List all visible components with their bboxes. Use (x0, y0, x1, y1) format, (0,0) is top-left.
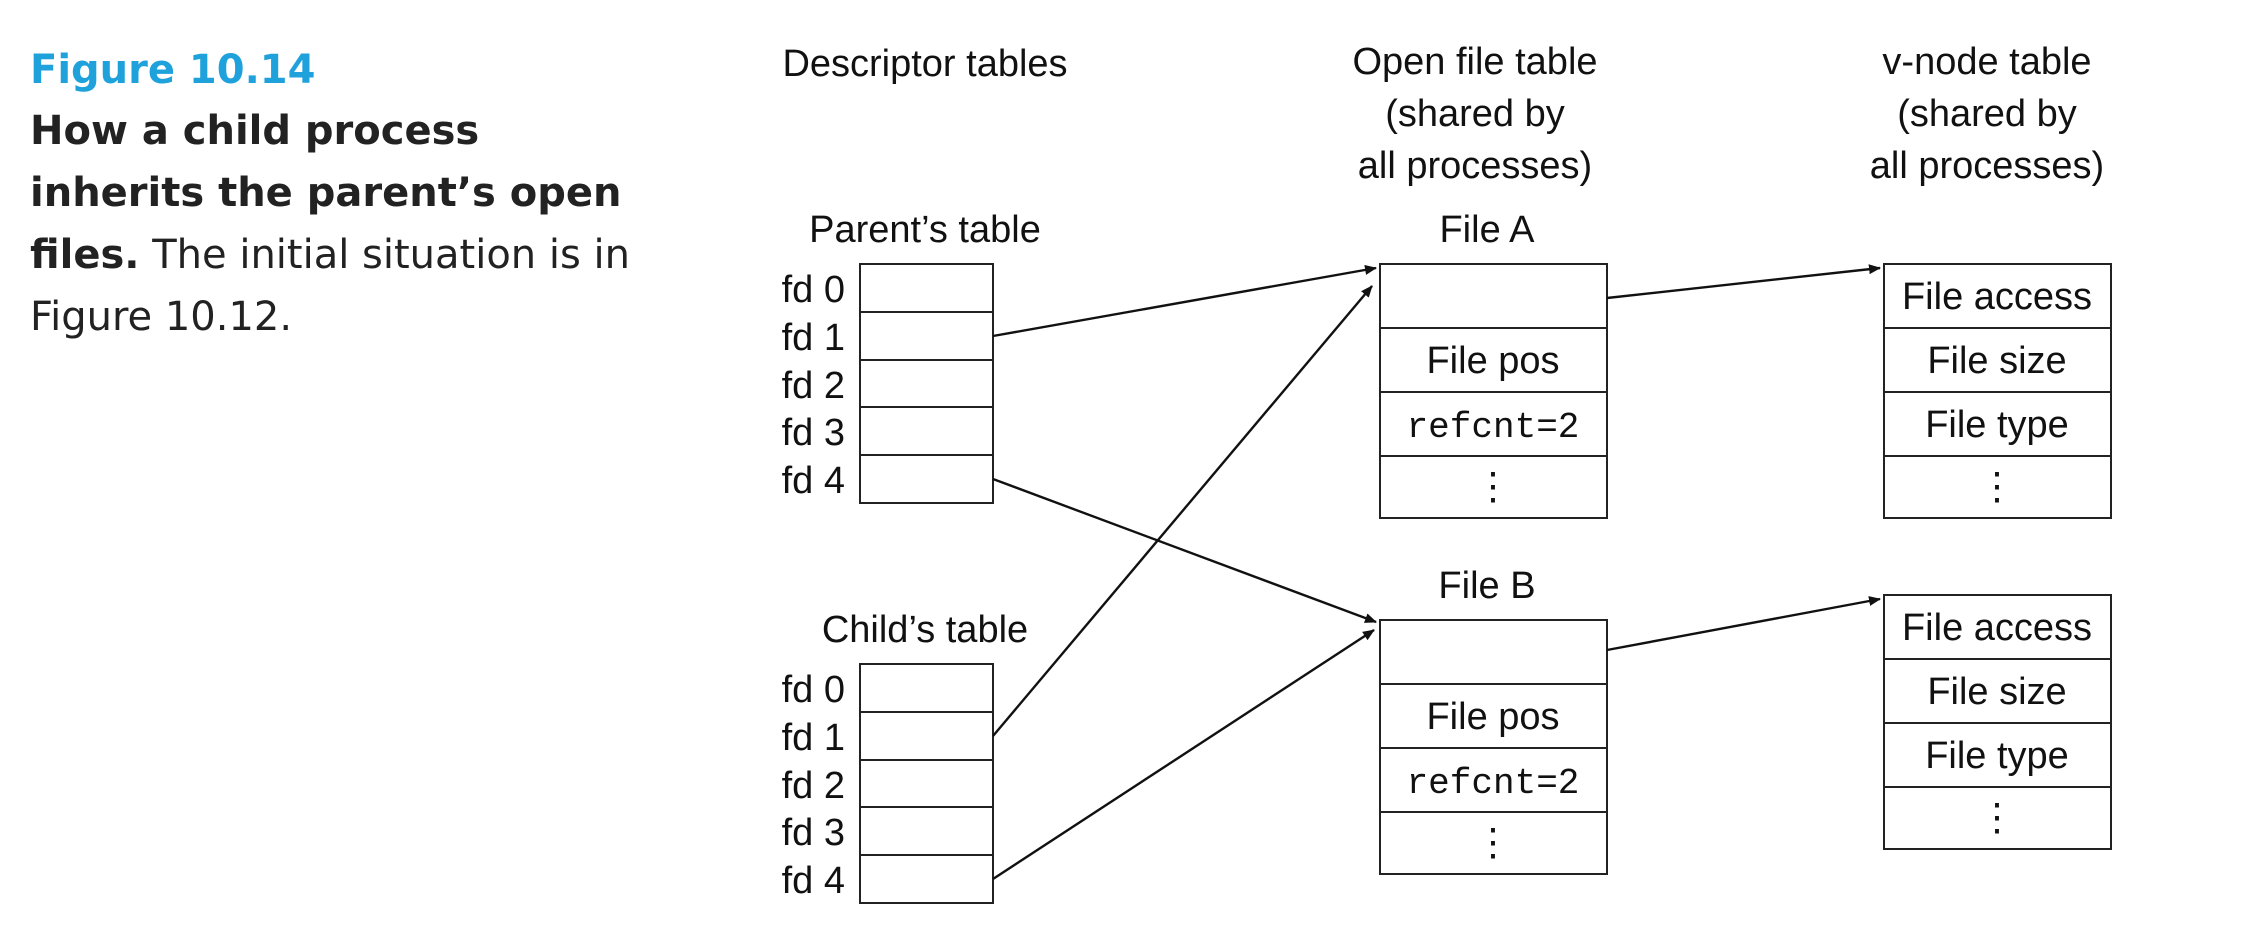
file-b-ellipsis: ⋮ (1474, 822, 1512, 864)
child-fd2-label: fd 2 (782, 765, 845, 807)
file-a-entry: File A File pos refcnt=2 ⋮ (1379, 209, 1608, 519)
file-b-refcnt-label: refcnt=2 (1407, 763, 1580, 804)
vnode-b-type-cell (1883, 722, 2112, 788)
child-fd0-slot (859, 663, 994, 713)
vnode-a-type-label: File type (1925, 404, 2069, 446)
vnode-table-header-line3: all processes) (1870, 145, 2104, 187)
vnode-b-size-cell (1883, 658, 2112, 724)
parent-fd1-slot (859, 311, 994, 361)
parent-fd0-slot (859, 263, 994, 313)
vnode-b-more-cell (1883, 786, 2112, 850)
file-a-ellipsis: ⋮ (1474, 466, 1512, 508)
file-a-refcnt-label: refcnt=2 (1407, 407, 1580, 448)
vnode-a-entry: File access File size File type ⋮ (1883, 263, 2112, 519)
figure-number: Figure 10.14 (30, 47, 316, 93)
file-b-pos-cell (1379, 683, 1608, 749)
vnode-b-access-label: File access (1902, 607, 2092, 649)
child-fd3-slot (859, 806, 994, 856)
file-b-pos-label: File pos (1426, 696, 1559, 738)
parent-fd4-slot (859, 454, 994, 504)
open-file-table-header-line2: (shared by (1385, 93, 1565, 135)
file-a-title: File A (1439, 209, 1535, 251)
child-descriptor-table: Child’s table fd 0 fd 1 fd 2 fd 3 fd 4 (782, 609, 1028, 904)
parent-fd4-label: fd 4 (782, 460, 845, 502)
open-file-table-header-line3: all processes) (1358, 145, 1592, 187)
child-table-title: Child’s table (822, 609, 1028, 651)
vnode-a-ellipsis: ⋮ (1978, 466, 2016, 508)
arrow-child-fd1-to-file-a (992, 285, 1373, 737)
file-a-header-cell (1379, 263, 1608, 329)
child-fd1-label: fd 1 (782, 717, 845, 759)
vnode-b-entry: File access File size File type ⋮ (1883, 594, 2112, 850)
arrow-file-a-to-vnode-a (1606, 264, 1881, 300)
figure-caption: Figure 10.14 How a child process inherit… (30, 40, 650, 348)
file-a-refcnt-cell (1379, 391, 1608, 457)
child-fd3-label: fd 3 (782, 812, 845, 854)
parent-descriptor-table: Parent’s table fd 0 fd 1 fd 2 fd 3 fd 4 (782, 209, 1041, 504)
arrow-child-fd4-to-file-b (992, 628, 1375, 881)
parent-table-title: Parent’s table (809, 209, 1041, 251)
open-file-table-header-line1: Open file table (1352, 41, 1597, 83)
vnode-a-more-cell (1883, 455, 2112, 519)
vnode-a-size-cell (1883, 327, 2112, 393)
vnode-a-type-cell (1883, 391, 2112, 457)
file-a-pos-cell (1379, 327, 1608, 393)
vnode-table-header-line2: (shared by (1897, 93, 2077, 135)
vnode-b-size-label: File size (1927, 671, 2066, 713)
parent-fd0-label: fd 0 (782, 269, 845, 311)
file-a-more-cell (1379, 455, 1608, 519)
arrow-file-b-to-vnode-b (1606, 596, 1881, 652)
child-fd2-slot (859, 759, 994, 808)
parent-fd3-label: fd 3 (782, 412, 845, 454)
file-b-refcnt-cell (1379, 747, 1608, 813)
file-b-entry: File B File pos refcnt=2 ⋮ (1379, 565, 1608, 875)
caption-text: The initial situation is in Figure 10.12… (30, 232, 631, 340)
descriptor-tables-header: Descriptor tables (782, 43, 1067, 85)
vnode-table-header-line1: v-node table (1882, 41, 2091, 83)
vnode-b-ellipsis: ⋮ (1978, 797, 2016, 839)
vnode-a-access-label: File access (1902, 276, 2092, 318)
caption-body: How a child process inherits the parent’… (30, 100, 650, 348)
arrow-parent-fd1-to-file-a (992, 264, 1377, 338)
child-fd4-label: fd 4 (782, 860, 845, 902)
parent-fd2-slot (859, 359, 994, 408)
child-fd0-label: fd 0 (782, 669, 845, 711)
file-b-title: File B (1438, 565, 1535, 607)
file-b-more-cell (1379, 811, 1608, 875)
caption-title: How a child process inherits the parent’… (30, 108, 622, 278)
vnode-a-size-label: File size (1927, 340, 2066, 382)
parent-fd1-label: fd 1 (782, 317, 845, 359)
parent-fd2-label: fd 2 (782, 365, 845, 407)
vnode-b-type-label: File type (1925, 735, 2069, 777)
vnode-b-access-cell (1883, 594, 2112, 660)
vnode-a-access-cell (1883, 263, 2112, 329)
file-a-pos-label: File pos (1426, 340, 1559, 382)
child-fd1-slot (859, 711, 994, 761)
child-fd4-slot (859, 854, 994, 904)
arrow-parent-fd4-to-file-b (992, 477, 1377, 624)
file-b-header-cell (1379, 619, 1608, 685)
parent-fd3-slot (859, 406, 994, 456)
